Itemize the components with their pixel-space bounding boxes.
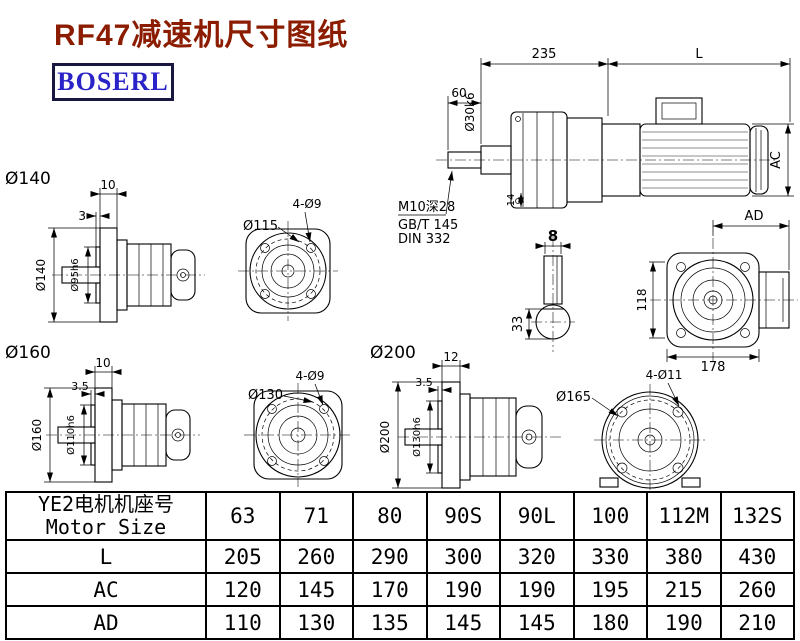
table-row-ad: AD 110 130 135 145 145 180 190 210	[5, 605, 795, 640]
cell-ac-100: 195	[572, 572, 648, 607]
page-title: RF47减速机尺寸图纸	[54, 19, 349, 52]
cell-ad-90l: 145	[499, 605, 575, 640]
flange160-pilot-depth: 3.5	[71, 380, 89, 393]
flange200-front-view: 4-Ø11 Ø165	[556, 368, 706, 490]
flange200-boltcircle-label: Ø165	[556, 390, 591, 405]
size-col-90s: 90S	[425, 491, 501, 541]
size-col-90l: 90L	[499, 491, 575, 541]
main-assembly-view	[436, 97, 776, 209]
flange160-pilot-dia: Ø110h6	[65, 415, 77, 455]
back-end-view: AD 118 178	[635, 209, 798, 375]
flange200-pilot-dia: Ø130h6	[411, 417, 423, 457]
cell-l-63: 205	[205, 539, 281, 574]
flange140-pilot-depth: 3	[78, 209, 86, 223]
size-col-112m: 112M	[646, 491, 722, 541]
cell-ac-71: 145	[278, 572, 354, 607]
cell-ad-100: 180	[572, 605, 648, 640]
flange140-thickness: 10	[100, 178, 115, 192]
flange200-side-view: Ø200 12 3.5 Ø200 Ø130h6	[370, 343, 562, 489]
motor-dimension-table: YE2电机机座号 Motor Size 63 71 80 90S 90L 100…	[5, 491, 795, 640]
flange160-label: Ø160	[5, 343, 51, 363]
flange160-outer-dia: Ø160	[30, 419, 44, 451]
flange160-boltcircle-label: Ø130	[248, 388, 283, 403]
cell-ad-71: 130	[278, 605, 354, 640]
cell-ad-90s: 145	[425, 605, 501, 640]
cell-ac-80: 170	[352, 572, 428, 607]
dim-14: 14	[506, 194, 517, 207]
flange140-side-view: Ø140 10 3 Ø140 Ø95h6	[5, 169, 205, 323]
dim-178: 178	[701, 360, 726, 375]
flange160-holes-label: 4-Ø9	[295, 369, 324, 383]
flange160-front-view: 4-Ø9 Ø130	[244, 369, 352, 487]
dim-60: 60	[451, 86, 466, 100]
table-header-row: YE2电机机座号 Motor Size 63 71 80 90S 90L 100…	[5, 491, 795, 541]
dim-8: 8	[548, 227, 558, 245]
flange140-holes-label: 4-Ø9	[292, 197, 321, 211]
cell-l-71: 260	[278, 539, 354, 574]
size-col-80: 80	[352, 491, 428, 541]
dim-ad: AD	[745, 209, 764, 224]
cell-ac-132s: 260	[719, 572, 795, 607]
tap-note-line1: M10深28	[398, 200, 455, 215]
cell-ac-112m: 215	[646, 572, 722, 607]
size-col-132s: 132S	[719, 491, 795, 541]
flange200-thickness: 12	[443, 350, 458, 364]
flange140-label: Ø140	[5, 169, 51, 189]
main-view-dimensions: 235 L 60 Ø30k6 AC 14 M10深28 GB/T 145 DIN…	[398, 47, 794, 247]
dim-ac: AC	[769, 151, 784, 169]
flange140-outer-dia: Ø140	[34, 259, 48, 291]
shaft-key-section-view: 8 33	[511, 227, 575, 352]
table-row-l: L 205 260 290 300 320 330 380 430	[5, 539, 795, 574]
flange200-pilot-depth: 3.5	[415, 376, 433, 389]
size-col-63: 63	[205, 491, 281, 541]
cell-ac-63: 120	[205, 572, 281, 607]
size-col-71: 71	[278, 491, 354, 541]
cell-ad-80: 135	[352, 605, 428, 640]
table-row-ac: AC 120 145 170 190 190 195 215 260	[5, 572, 795, 607]
dim-33: 33	[511, 316, 526, 333]
dim-235: 235	[532, 47, 557, 62]
flange140-pilot-dia: Ø95h6	[69, 258, 81, 291]
technical-drawing: 235 L 60 Ø30k6 AC 14 M10深28 GB/T 145 DIN…	[5, 47, 798, 490]
dim-118: 118	[635, 289, 649, 312]
flange160-thickness: 10	[95, 356, 110, 370]
tap-note-line3: DIN 332	[398, 232, 451, 247]
row-label-l: L	[5, 539, 207, 574]
cell-ad-112m: 190	[646, 605, 722, 640]
cell-ad-63: 110	[205, 605, 281, 640]
row-label-ad: AD	[5, 605, 207, 640]
cell-l-90l: 320	[499, 539, 575, 574]
tap-note-line2: GB/T 145	[398, 218, 458, 233]
cell-l-112m: 380	[646, 539, 722, 574]
flange140-front-view: 4-Ø9 Ø115	[238, 197, 338, 321]
dim-l: L	[695, 47, 703, 62]
header-cn: YE2电机机座号	[37, 492, 175, 516]
cell-l-90s: 300	[425, 539, 501, 574]
cell-ad-132s: 210	[719, 605, 795, 640]
cell-l-100: 330	[572, 539, 648, 574]
shaft-diameter-label: Ø30k6	[463, 92, 477, 131]
header-en: Motor Size	[45, 515, 167, 539]
cell-ac-90s: 190	[425, 572, 501, 607]
flange200-label: Ø200	[370, 343, 416, 363]
row-label-ac: AC	[5, 572, 207, 607]
size-col-100: 100	[572, 491, 648, 541]
flange160-side-view: Ø160 10 3.5 Ø160 Ø110h6	[5, 343, 200, 483]
motor-size-header-cell: YE2电机机座号 Motor Size	[5, 491, 207, 541]
cell-l-132s: 430	[719, 539, 795, 574]
flange200-holes-label: 4-Ø11	[646, 368, 683, 382]
cell-ac-90l: 190	[499, 572, 575, 607]
flange200-outer-dia: Ø200	[378, 421, 392, 453]
cell-l-80: 290	[352, 539, 428, 574]
flange140-boltcircle-label: Ø115	[243, 219, 278, 234]
brand-logo: BOSERL	[52, 63, 174, 101]
